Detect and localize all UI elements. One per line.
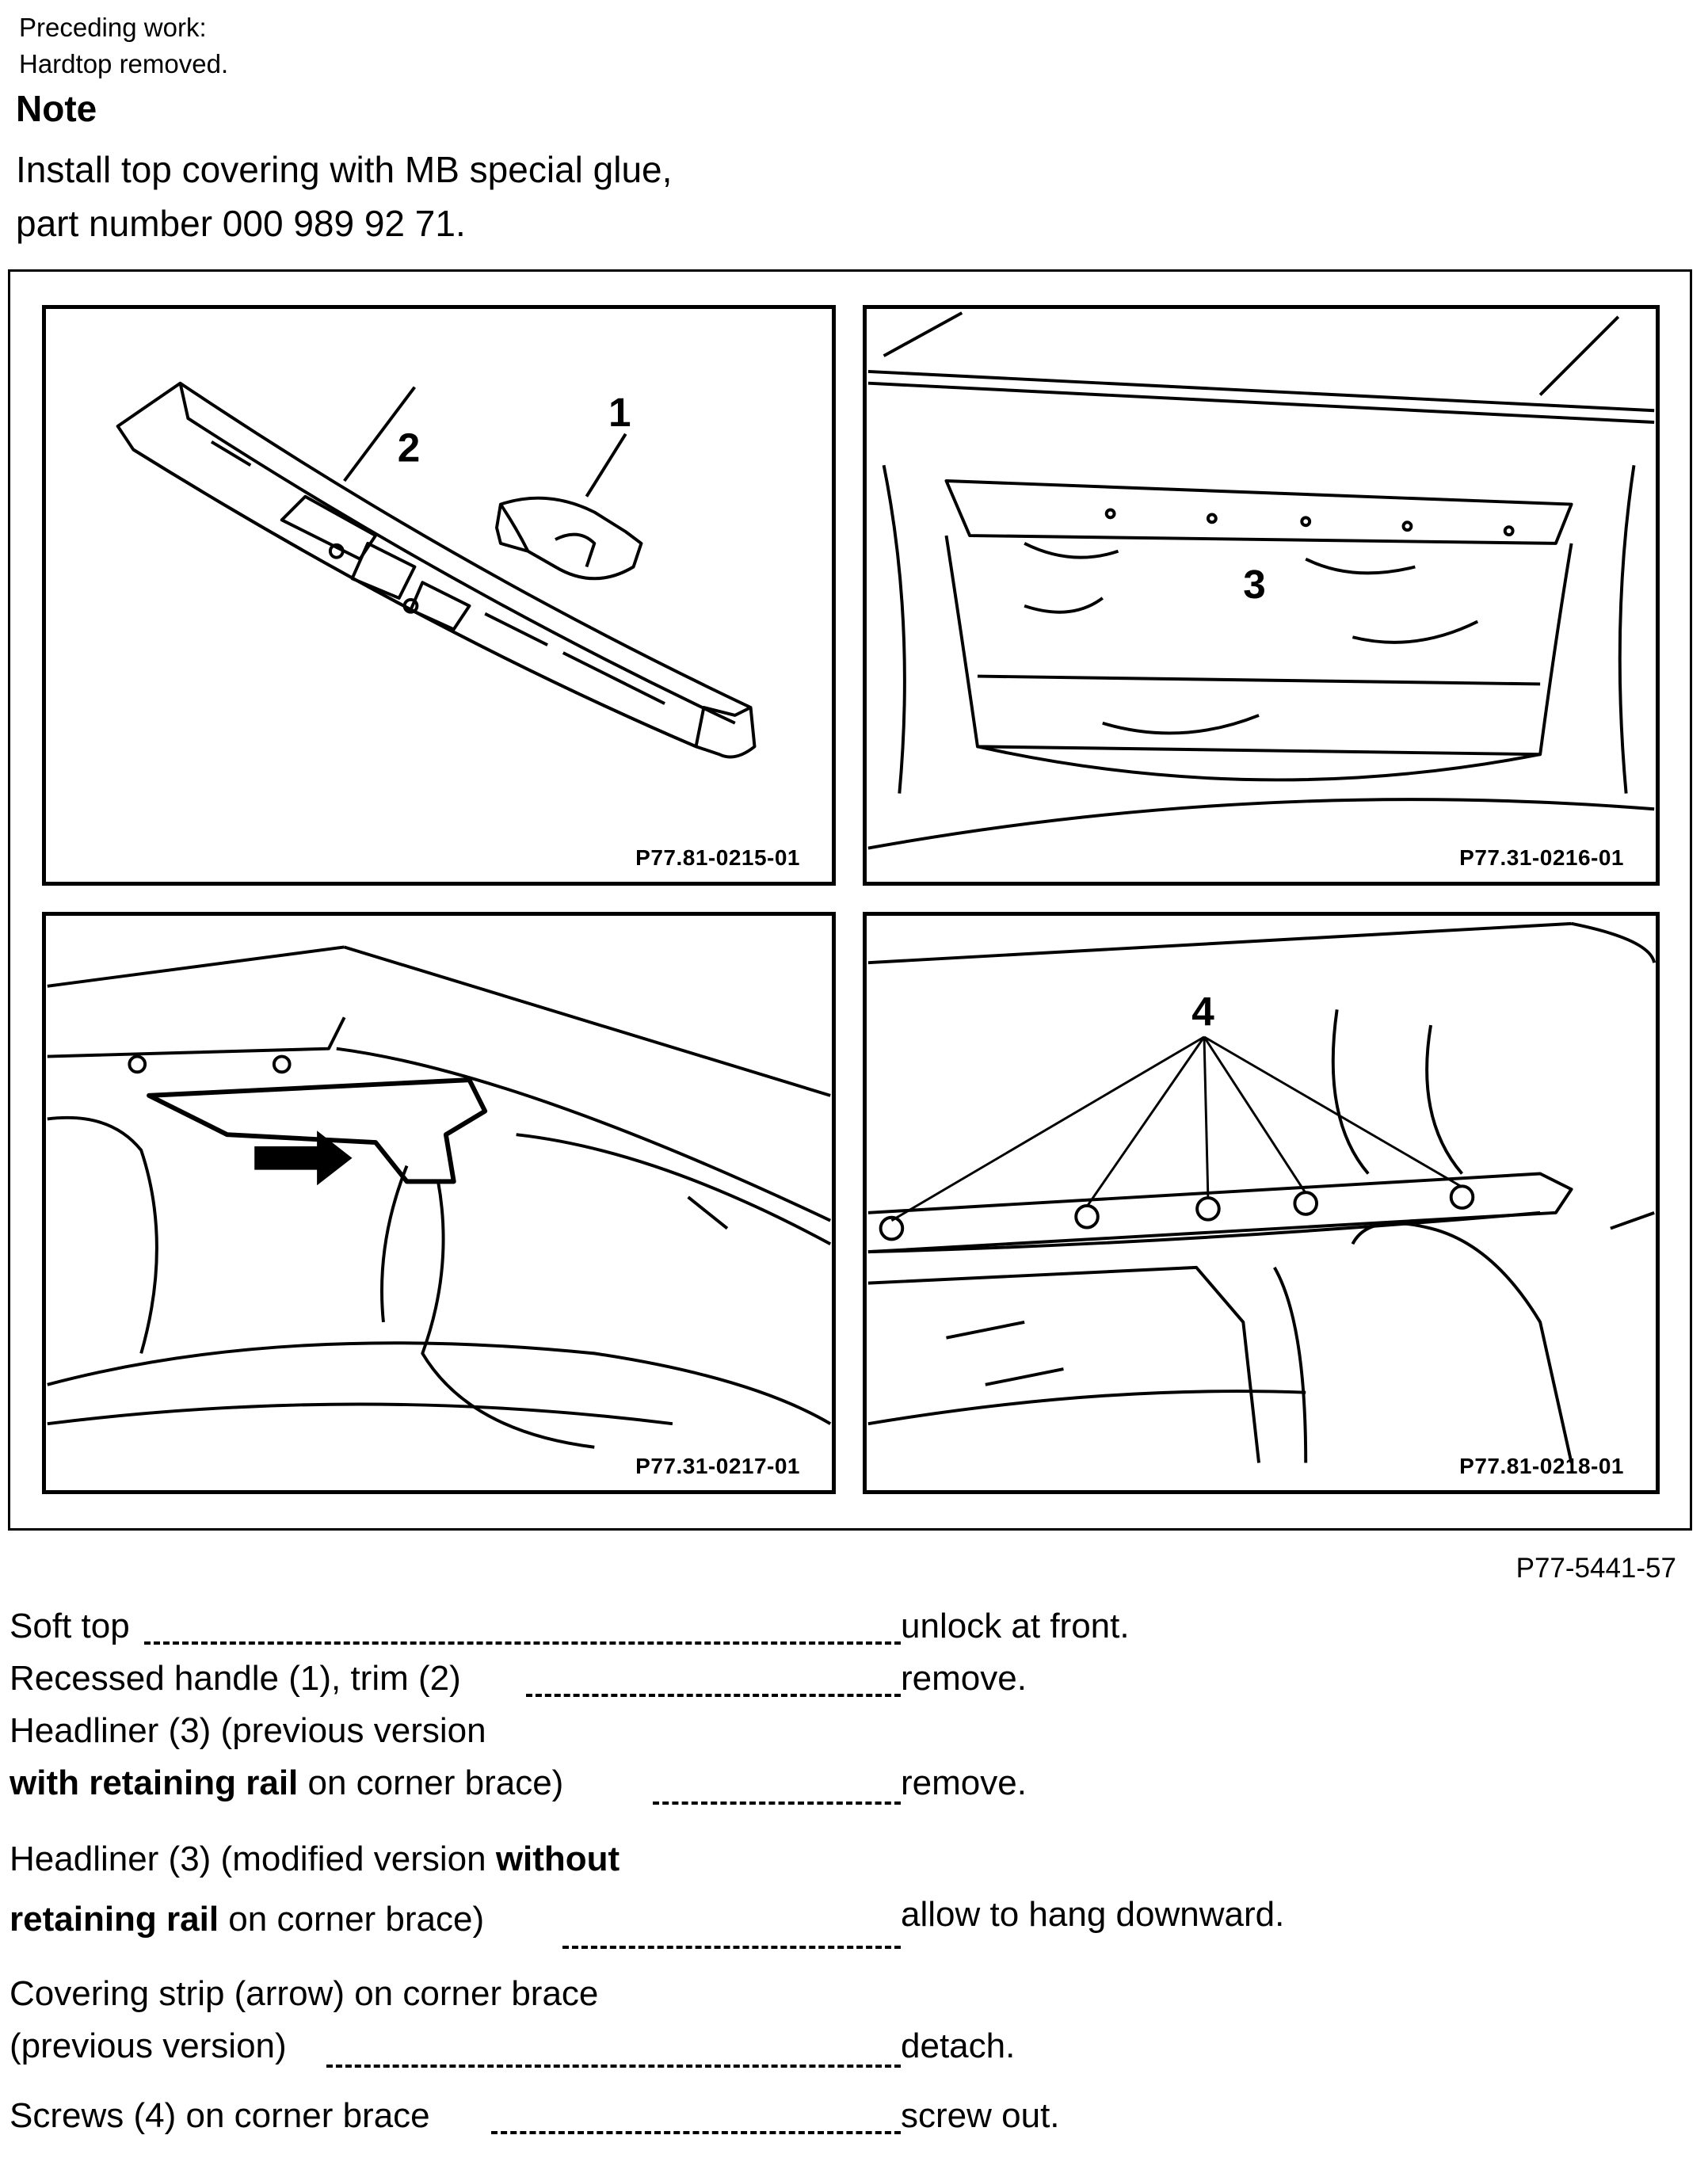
- step-text-line1: Headliner (3) (previous version: [10, 1711, 486, 1750]
- panel-ref: P77.81-0215-01: [635, 845, 800, 870]
- step-bold: retaining rail: [10, 1900, 219, 1939]
- panel-ref: P77.81-0218-01: [1459, 1454, 1624, 1478]
- step-screws: Screws (4) on corner brace screw out.: [10, 2090, 1689, 2142]
- step-headliner-previous: Headliner (3) (previous version with ret…: [10, 1705, 1689, 1813]
- step-bold: with retaining rail: [10, 1763, 299, 1802]
- panel-ref: P77.31-0217-01: [635, 1454, 800, 1478]
- note-line-2: part number 000 989 92 71.: [16, 203, 466, 244]
- step-text-line1: Covering strip (arrow) on corner brace: [10, 1974, 599, 2013]
- note-title: Note: [16, 88, 97, 129]
- callout-3: 3: [1243, 562, 1266, 607]
- step-text: (previous version): [10, 2026, 287, 2065]
- step-text: Recessed handle (1), trim (2): [10, 1659, 461, 1698]
- step-covering-strip: Covering strip (arrow) on corner brace (…: [10, 1968, 1689, 2079]
- step-recessed-handle: Recessed handle (1), trim (2) remove.: [10, 1653, 1689, 1705]
- callout-1: 1: [608, 390, 631, 435]
- step-action: screw out.: [901, 2096, 1060, 2135]
- callout-2: 2: [398, 425, 421, 470]
- note-line-1: Install top covering with MB special glu…: [16, 149, 673, 190]
- figure-frame: 2 1 P77.81-0215-01 3 P77.31-0216-01: [8, 269, 1692, 1531]
- step-text-rest: on corner brace): [298, 1763, 564, 1802]
- figure-reference: P77-5441-57: [1515, 1553, 1676, 1584]
- preceding-work-label: Preceding work:: [19, 13, 207, 42]
- panel-covering-strip: P77.31-0217-01: [42, 912, 836, 1494]
- step-headliner-modified: Headliner (3) (modified version without …: [10, 1833, 1689, 1965]
- step-action: remove.: [901, 1763, 1027, 1802]
- step-action: unlock at front.: [901, 1607, 1130, 1645]
- callout-4: 4: [1191, 989, 1214, 1034]
- step-action: remove.: [901, 1659, 1027, 1698]
- arrow-icon: [254, 1130, 353, 1186]
- covering-strip-illustration: [47, 945, 832, 1449]
- screws-illustration: 4: [867, 921, 1656, 1463]
- step-text: Screws (4) on corner brace: [10, 2096, 430, 2135]
- step-text-rest: on corner brace): [219, 1900, 485, 1939]
- step-soft-top: Soft top unlock at front.: [10, 1600, 1689, 1653]
- step-text: Soft top: [10, 1607, 130, 1645]
- panel-trim-handle: 2 1 P77.81-0215-01: [42, 305, 836, 886]
- step-list: Soft top unlock at front. Recessed handl…: [10, 1600, 1689, 2142]
- trim-handle-illustration: 2 1: [116, 381, 757, 759]
- panel-ref: P77.31-0216-01: [1459, 845, 1624, 870]
- step-text-line1: Headliner (3) (modified version: [10, 1840, 496, 1878]
- step-action: allow to hang downward.: [901, 1895, 1285, 1934]
- note-text: Install top covering with MB special glu…: [16, 143, 672, 250]
- headliner-illustration: 3: [867, 311, 1655, 850]
- step-bold-without: without: [495, 1840, 620, 1878]
- panel-screws: 4 P77.81-0218-01: [863, 912, 1660, 1494]
- preceding-work-item: Hardtop removed.: [19, 49, 229, 78]
- panel-headliner: 3 P77.31-0216-01: [863, 305, 1660, 886]
- step-action: detach.: [901, 2026, 1016, 2065]
- preceding-work: Preceding work: Hardtop removed.: [19, 10, 228, 82]
